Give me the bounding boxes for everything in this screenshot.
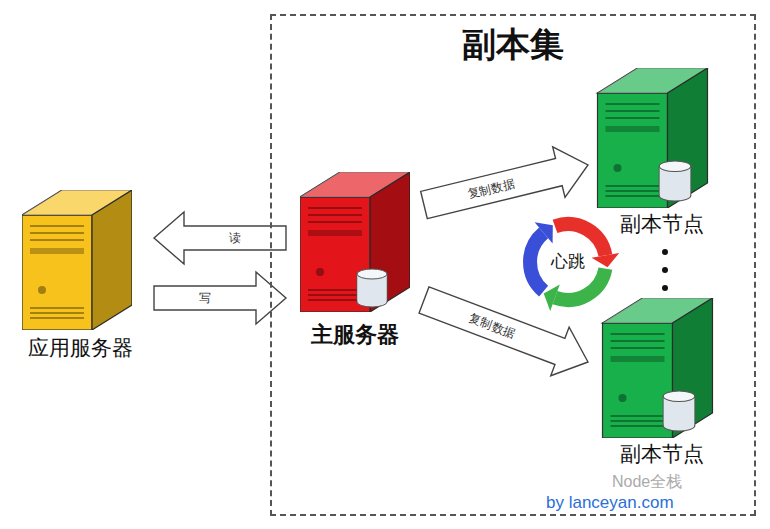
block-arrow (419, 287, 588, 376)
node-label: 心跳 (551, 252, 585, 272)
replica-node: 副本节点 (592, 66, 732, 238)
node-label: 副本节点 (620, 441, 704, 466)
replica-node: 副本节点 (592, 298, 732, 468)
block-arrow (154, 272, 286, 324)
database-icon (659, 161, 691, 201)
app-server: 应用服务器 (10, 186, 150, 362)
primary-server: 主服务器 (290, 172, 420, 350)
server-icon (300, 172, 410, 312)
node-label: 主服务器 (311, 322, 399, 348)
block-arrow (154, 212, 286, 264)
ellipsis-dots (662, 249, 668, 291)
edge-label: 写 (197, 291, 213, 305)
database-icon (663, 391, 695, 431)
node-label: 副本节点 (620, 211, 704, 236)
server-icon (22, 190, 132, 330)
server-icon (603, 298, 713, 438)
node-label: 副本集 (462, 24, 564, 65)
heartbeat-cycle-arcs (530, 222, 619, 311)
heartbeat-cycle: 心跳 (518, 212, 618, 312)
server-icon (598, 68, 708, 208)
node-label: 应用服务器 (28, 335, 133, 360)
database-icon (357, 269, 387, 307)
block-arrow (421, 147, 588, 219)
edge-label: 读 (227, 231, 243, 245)
watermark: Node全栈 (612, 472, 682, 491)
replica-set-group: 副本集主服务器副本节点副本节点心跳 (270, 14, 756, 516)
watermark: by lanceyan.com (546, 493, 674, 513)
